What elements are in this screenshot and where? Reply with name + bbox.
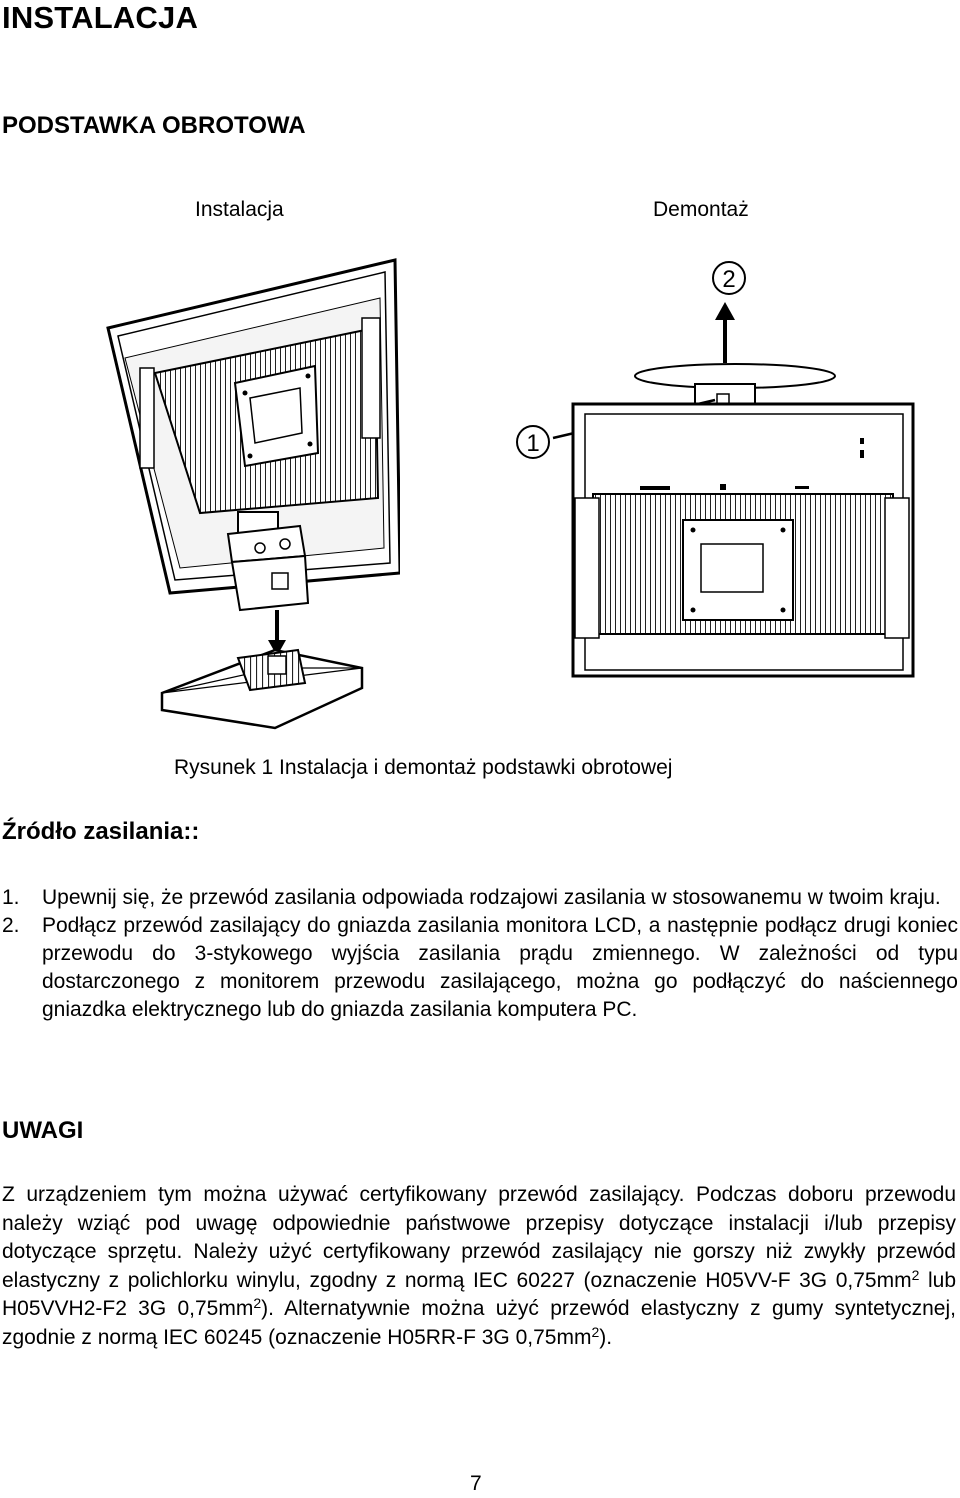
step-1-number: 1 xyxy=(526,430,539,457)
power-instructions-list: 1. Upewnij się, że przewód zasilania odp… xyxy=(0,884,958,1024)
step-2-number: 2 xyxy=(722,266,735,293)
removal-label: Demontaż xyxy=(653,198,749,221)
section-heading: PODSTAWKA OBROTOWA xyxy=(2,112,306,139)
page-number: 7 xyxy=(470,1472,482,1495)
page-title: INSTALACJA xyxy=(2,0,199,35)
list-item-number: 2. xyxy=(2,914,20,937)
list-item-text: Upewnij się, że przewód zasilania odpowi… xyxy=(42,886,941,909)
figure-caption: Rysunek 1 Instalacja i demontaż podstawk… xyxy=(174,756,673,779)
notes-heading: UWAGI xyxy=(2,1117,84,1144)
superscript: 2 xyxy=(253,1295,262,1312)
notes-text: ). xyxy=(599,1325,613,1349)
notes-text: ). Alternatywnie można użyć przewód elas… xyxy=(2,1297,956,1349)
installation-label: Instalacja xyxy=(195,198,284,221)
list-item: 2. Podłącz przewód zasilający do gniazda… xyxy=(0,912,958,1024)
superscript: 2 xyxy=(591,1323,600,1340)
power-source-heading: Źródło zasilania:: xyxy=(2,818,200,845)
list-item-number: 1. xyxy=(2,886,20,909)
notes-paragraph: Z urządzeniem tym można używać certyfiko… xyxy=(2,1181,956,1353)
superscript: 2 xyxy=(911,1266,920,1283)
stand-installation-illustration xyxy=(106,258,400,730)
stand-removal-illustration: 2 1 xyxy=(516,261,915,678)
list-item-text: Podłącz przewód zasilający do gniazda za… xyxy=(42,914,958,1021)
list-item: 1. Upewnij się, że przewód zasilania odp… xyxy=(0,884,958,912)
notes-text: Z urządzeniem tym można używać certyfiko… xyxy=(2,1183,956,1292)
notes-text: lub H05VVH2-F2 3G 0,75mm xyxy=(2,1268,957,1321)
